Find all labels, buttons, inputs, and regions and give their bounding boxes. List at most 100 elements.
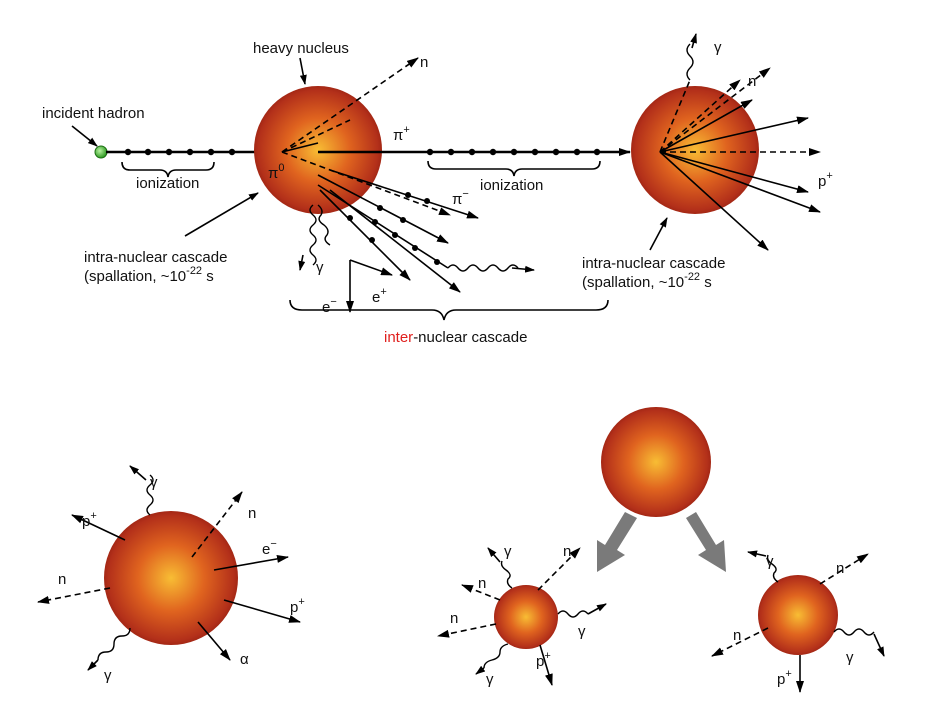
ff1-neutron-left2-label: n bbox=[450, 610, 458, 627]
top-cascade: incident hadron ionization heavy nucleus… bbox=[42, 33, 833, 346]
track-c bbox=[317, 184, 449, 269]
intra-left-pointer bbox=[184, 192, 259, 237]
bl-proton-track-right bbox=[223, 599, 301, 623]
bl-electron-label: e− bbox=[262, 538, 277, 558]
neutron-label-2: n bbox=[748, 73, 756, 90]
bl-neutron-up-track bbox=[191, 491, 243, 558]
bl-proton-track-left bbox=[71, 514, 126, 541]
ff2-gamma-up-arrow bbox=[747, 550, 767, 558]
evaporation-nucleus-group: γ p+ n e− p+ α n γ bbox=[37, 465, 305, 684]
pi-minus-dots bbox=[405, 192, 430, 204]
bl-gamma-up-arrow bbox=[129, 465, 147, 481]
bl-alpha-label: α bbox=[240, 651, 249, 668]
n-track-2 bbox=[659, 67, 771, 153]
fission-fragment-right bbox=[758, 575, 838, 655]
ff2-gamma-right-label: γ bbox=[846, 649, 854, 666]
ff1-proton-label: p+ bbox=[536, 650, 551, 670]
ionization-label-2: ionization bbox=[480, 177, 543, 194]
track-d bbox=[319, 189, 411, 281]
ff1-gamma-down-label: γ bbox=[486, 671, 494, 688]
internal-dash-1 bbox=[281, 119, 351, 153]
evaporation-nucleus bbox=[104, 511, 238, 645]
proton-label-2: p+ bbox=[818, 170, 833, 190]
bl-electron-track bbox=[213, 554, 289, 571]
ff1-neutron-up-track bbox=[537, 547, 581, 591]
ff1-gamma-down-wave bbox=[483, 643, 509, 669]
ff1-neutron-left2-track bbox=[437, 623, 497, 638]
gamma-2-arrow bbox=[690, 33, 697, 49]
electron-label: e− bbox=[322, 296, 337, 316]
ff1-gamma-right-wave bbox=[557, 610, 589, 618]
incident-hadron bbox=[94, 145, 108, 159]
bl-neutron-left-track bbox=[37, 587, 111, 604]
gamma-wave-2 bbox=[686, 43, 694, 81]
inter-brace bbox=[289, 299, 609, 321]
proton-track-2 bbox=[659, 151, 809, 193]
fission-arrow-right bbox=[686, 512, 726, 572]
ff1-neutron-left-track bbox=[461, 584, 501, 601]
ff2-neutron-left-track bbox=[711, 627, 769, 657]
track-c-dots bbox=[372, 219, 440, 265]
fission-parent-nucleus bbox=[601, 407, 711, 517]
gamma-left-arrow bbox=[298, 254, 306, 271]
ff2-gamma-up-wave bbox=[766, 554, 779, 583]
intra-right-line2: (spallation, ~10-22 s bbox=[582, 271, 712, 291]
ff2-neutron-up-label: n bbox=[836, 560, 844, 577]
heavy-nucleus bbox=[254, 86, 382, 214]
intra-right-pointer bbox=[649, 217, 668, 251]
track-n2-d bbox=[659, 116, 809, 153]
ff2-gamma-right-arrow bbox=[873, 633, 885, 657]
positron-track bbox=[349, 259, 393, 276]
ff2-neutron-left-label: n bbox=[733, 627, 741, 644]
ff1-neutron-up-label: n bbox=[563, 543, 571, 560]
bl-neutron-left-label: n bbox=[58, 571, 66, 588]
ff1-proton-track bbox=[539, 644, 553, 686]
ionization-brace-1 bbox=[121, 161, 215, 178]
ionization-label-1: ionization bbox=[136, 175, 199, 192]
fission-fragment-left bbox=[494, 585, 558, 649]
intra-right-line1: intra-nuclear cascade bbox=[582, 255, 725, 272]
bl-proton-label-right: p+ bbox=[290, 596, 305, 616]
gamma-label-top: γ bbox=[316, 259, 324, 276]
ff1-gamma-up-label: γ bbox=[504, 543, 512, 560]
track-d-dots bbox=[347, 215, 375, 243]
track-n2-a bbox=[659, 99, 753, 153]
internal-track-1 bbox=[281, 142, 319, 153]
heavy-nucleus-pointer bbox=[299, 57, 307, 85]
gamma-wave-c-arrow bbox=[511, 265, 535, 273]
bl-gamma-down-arrow bbox=[87, 659, 99, 671]
track-e bbox=[329, 189, 461, 293]
ff2-proton-label: p+ bbox=[777, 668, 792, 688]
track-b bbox=[317, 174, 449, 244]
gamma-wave-right bbox=[317, 204, 331, 246]
inter-nuclear-label: inter-nuclear cascade bbox=[384, 329, 527, 346]
intra-left-line1: intra-nuclear cascade bbox=[84, 249, 227, 266]
ff2-gamma-right-wave bbox=[833, 628, 875, 636]
ff1-neutron-left-label: n bbox=[478, 575, 486, 592]
ff1-gamma-up-wave bbox=[500, 560, 513, 589]
bl-proton-label-left: p+ bbox=[82, 510, 97, 530]
bl-gamma-wave-up bbox=[146, 474, 154, 516]
fission-group: γ n n n γ γ p+ γ n n γ p+ bbox=[437, 407, 885, 693]
gamma-wave-c bbox=[447, 264, 519, 272]
track-n2-g bbox=[659, 151, 769, 251]
ionization-dots-1 bbox=[124, 148, 236, 156]
pi-minus-track bbox=[329, 169, 479, 219]
bl-gamma-down-label: γ bbox=[104, 667, 112, 684]
gamma-label-2: γ bbox=[714, 39, 722, 56]
pi-minus-label: π− bbox=[452, 188, 469, 208]
track-n2-c bbox=[659, 79, 691, 153]
incident-hadron-label: incident hadron bbox=[42, 105, 145, 122]
bl-neutron-up-label: n bbox=[248, 505, 256, 522]
fission-arrow-left bbox=[597, 512, 637, 572]
neutron-track-top bbox=[281, 57, 419, 153]
bl-gamma-wave-down bbox=[97, 627, 131, 661]
incident-hadron-pointer bbox=[71, 125, 98, 147]
ff1-gamma-right-label: γ bbox=[578, 623, 586, 640]
ionization-brace-2 bbox=[427, 160, 601, 177]
track-n2-b bbox=[659, 79, 741, 153]
ff1-gamma-right-arrow bbox=[587, 603, 607, 615]
track-b-dots bbox=[377, 205, 406, 223]
track-n2-f bbox=[659, 151, 821, 213]
